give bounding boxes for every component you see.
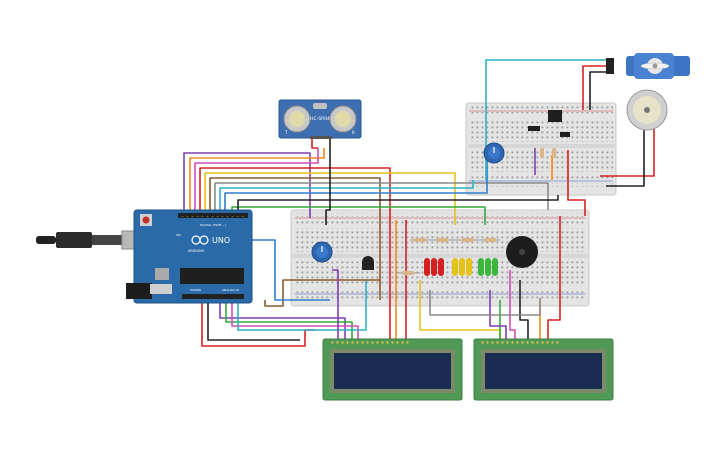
ultrasonic-sensor: HC-SR04 T R bbox=[278, 99, 362, 139]
wire-red-1 bbox=[199, 167, 391, 340]
wire-purple-1 bbox=[183, 152, 311, 218]
wire-pink-3 bbox=[509, 270, 516, 340]
led-icon bbox=[424, 258, 498, 276]
ultrasonic-pin-r: R bbox=[352, 130, 355, 135]
wire-black-6 bbox=[325, 138, 331, 225]
wire-red-8 bbox=[311, 138, 318, 149]
wire-brown-1 bbox=[209, 177, 381, 300]
wire-cyan-2 bbox=[237, 280, 367, 331]
resistor-icon bbox=[398, 148, 556, 275]
lcd-display-2 bbox=[473, 338, 614, 401]
arduino-brand: UNO bbox=[212, 236, 230, 245]
lcd-display-1 bbox=[322, 338, 463, 401]
ic-chip bbox=[528, 110, 570, 137]
wire-cyan-3 bbox=[485, 59, 612, 180]
dc-motor-icon[interactable] bbox=[626, 89, 668, 131]
wire-cyan-1 bbox=[219, 180, 474, 216]
wire-blue-2 bbox=[246, 239, 330, 301]
wire-pink-1 bbox=[194, 148, 319, 216]
arduino-header-power: POWER bbox=[190, 288, 201, 292]
wire-blue-1 bbox=[224, 160, 488, 216]
wire-orange-1 bbox=[189, 148, 325, 216]
ultrasonic-pin-t: T bbox=[284, 130, 288, 135]
potentiometer-icon[interactable] bbox=[311, 241, 333, 263]
wire-red-7 bbox=[567, 150, 586, 216]
ultrasonic-label: HC-SR04 bbox=[310, 116, 330, 122]
arduino-header-analog: ANALOG IN bbox=[222, 288, 239, 292]
wire-green-2 bbox=[225, 300, 353, 340]
wire-brown-2 bbox=[264, 279, 380, 307]
usb-cable-icon bbox=[36, 230, 151, 250]
wire-gray-2 bbox=[429, 290, 541, 316]
wire-red-4 bbox=[547, 216, 561, 340]
wire-gray-1 bbox=[214, 182, 549, 216]
wire-black-5 bbox=[606, 120, 645, 187]
main-breadboard bbox=[290, 209, 590, 307]
wire-black-1 bbox=[237, 195, 559, 216]
wire-purple-4 bbox=[489, 290, 507, 340]
wires bbox=[183, 59, 655, 347]
wire-purple-3 bbox=[332, 269, 339, 340]
buzzer-icon bbox=[506, 236, 538, 268]
wire-red-6 bbox=[600, 120, 655, 177]
wire-red-5 bbox=[582, 65, 612, 110]
wire-black-3 bbox=[519, 280, 529, 340]
wire-purple-2 bbox=[219, 300, 346, 340]
arduino-on-label: ON bbox=[176, 233, 181, 237]
arduino-maker: ARDUINO bbox=[188, 249, 205, 253]
wire-red-2 bbox=[201, 300, 315, 347]
wire-black-4 bbox=[589, 71, 612, 110]
transistor bbox=[362, 256, 374, 270]
wire-pink-2 bbox=[231, 300, 359, 340]
wire-black-2 bbox=[207, 300, 300, 341]
servo-icon[interactable] bbox=[606, 53, 690, 79]
potentiometer-icon[interactable] bbox=[483, 142, 505, 164]
arduino-uno: UNO ARDUINO DIGITAL (PWM ~) POWER ANALOG… bbox=[36, 209, 253, 304]
arduino-header-digital: DIGITAL (PWM ~) bbox=[200, 223, 226, 227]
